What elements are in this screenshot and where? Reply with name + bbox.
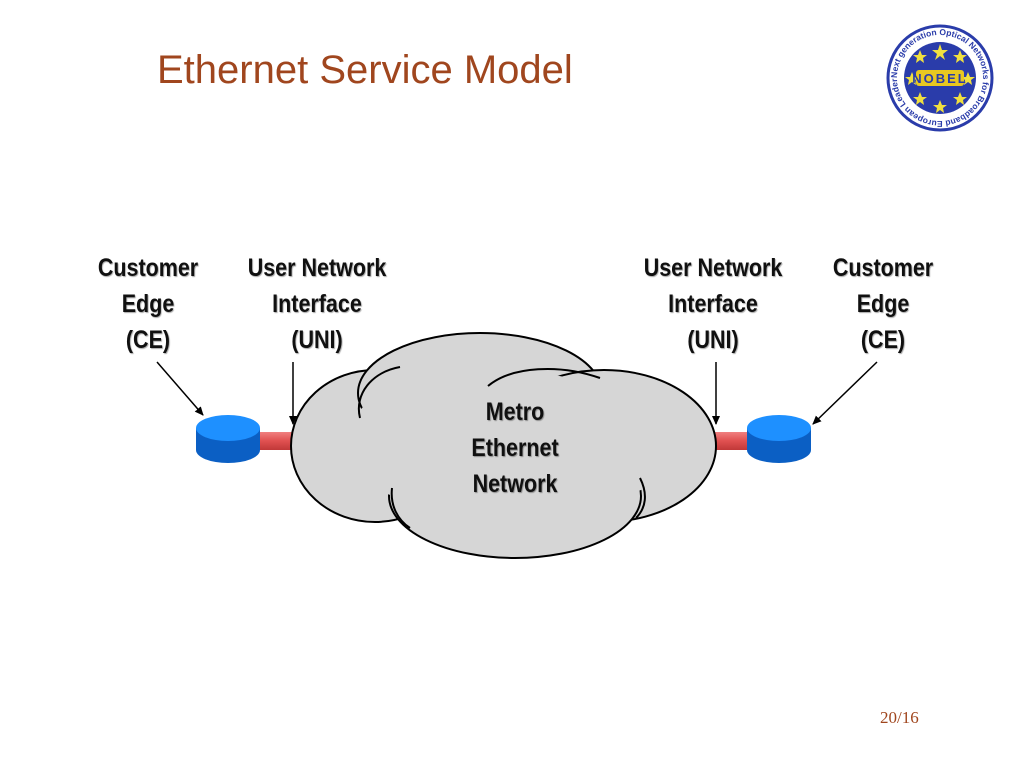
right-ce-router-icon [747, 415, 811, 463]
logo-stars [905, 44, 975, 113]
left-ce-router-icon [196, 415, 260, 463]
left-uni-label: User Network Interface (UNI) [247, 254, 387, 354]
logo-name: NOBEL [912, 71, 968, 86]
right-ce-arrow [812, 361, 878, 425]
nobel-logo-icon: Next generation Optical Networks for Bro… [886, 24, 994, 132]
slide-title: Ethernet Service Model [157, 48, 573, 92]
metro-ethernet-cloud [290, 332, 717, 559]
right-uni-label: User Network Interface (UNI) [643, 254, 783, 354]
right-ce-label: Customer Edge (CE) [832, 254, 934, 354]
right-link [706, 432, 752, 450]
cloud-label: Metro Ethernet Network [471, 398, 559, 498]
left-ce-arrow [156, 361, 204, 416]
page-number: 20/16 [880, 708, 919, 727]
left-ce-label: Customer Edge (CE) [97, 254, 199, 354]
